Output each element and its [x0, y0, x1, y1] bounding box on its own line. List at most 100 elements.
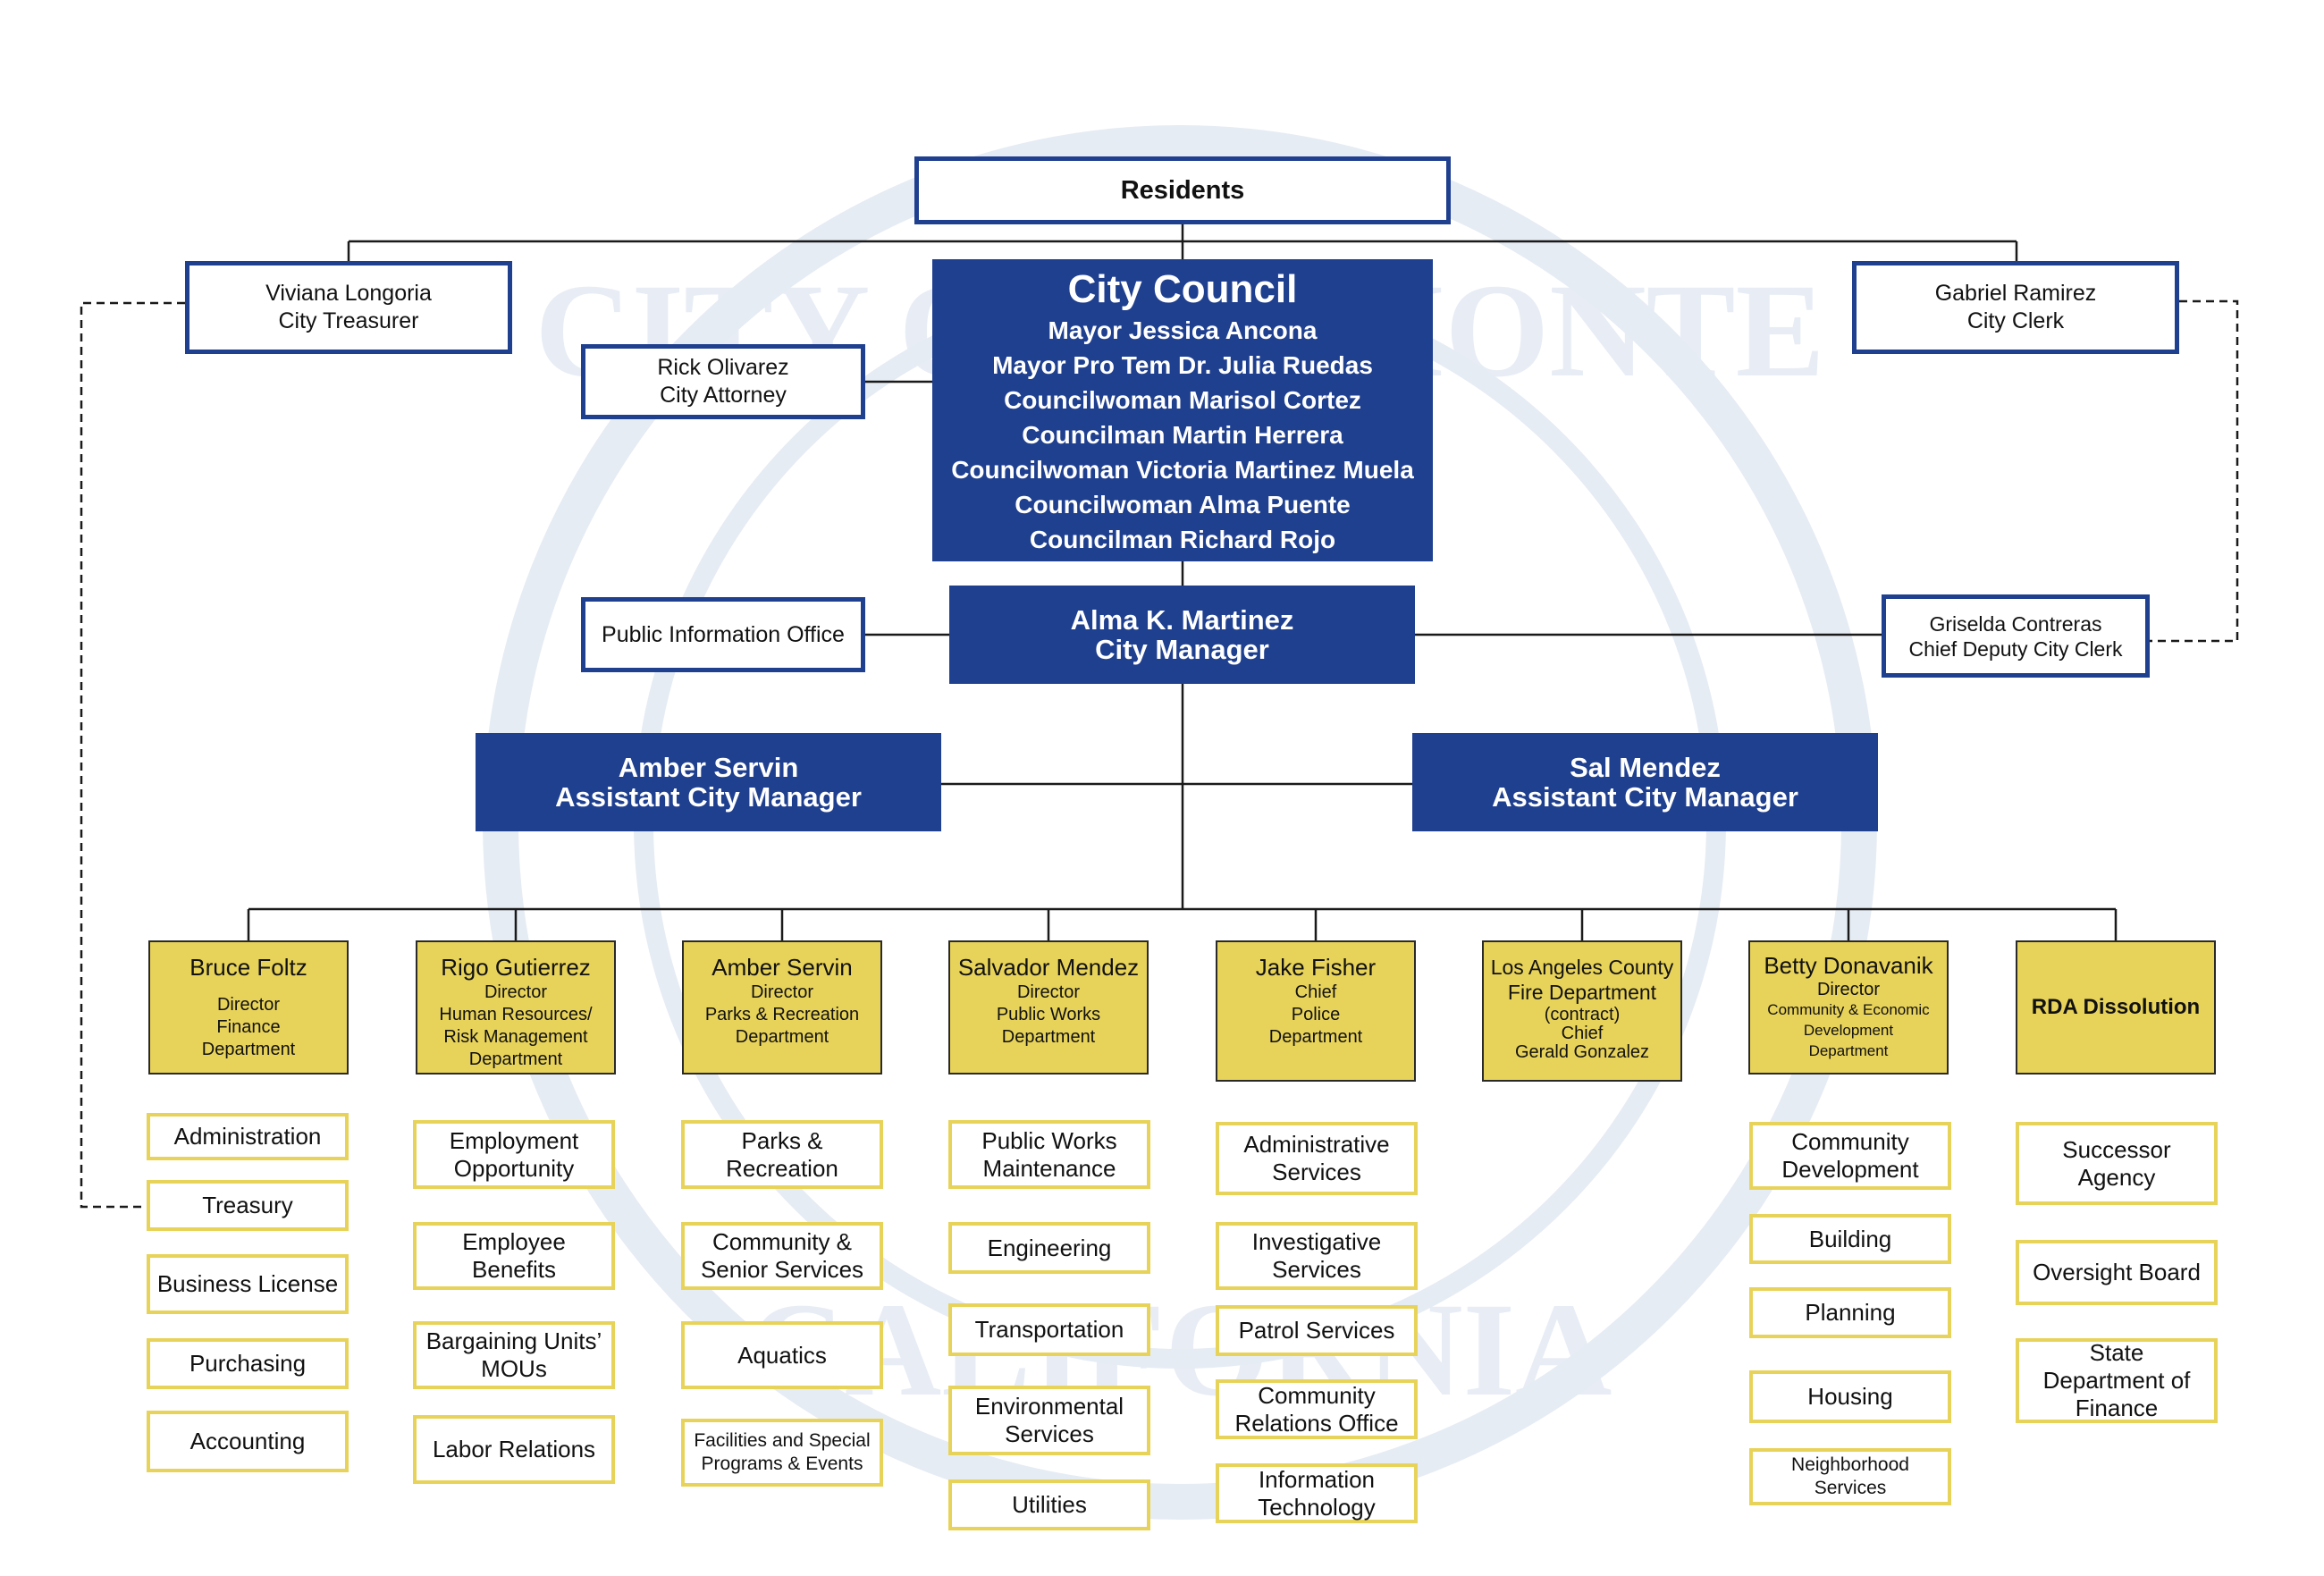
- unit-box: Planning: [1749, 1287, 1951, 1338]
- pio-label: Public Information Office: [602, 621, 845, 647]
- unit-box: Utilities: [948, 1479, 1150, 1530]
- treasurer-title: City Treasurer: [278, 308, 419, 333]
- department-line: Department: [1808, 1042, 1889, 1059]
- deputy-clerk-title: Chief Deputy City Clerk: [1908, 636, 2123, 661]
- unit-label: Oversight Board: [2033, 1259, 2201, 1285]
- unit-label: Treasury: [202, 1192, 293, 1218]
- unit-box: Employee Benefits: [413, 1222, 615, 1290]
- department-line: Public Works: [996, 1005, 1101, 1024]
- chief-deputy-clerk-box: Griselda Contreras Chief Deputy City Cle…: [1882, 594, 2150, 678]
- unit-label: Community Development: [1781, 1128, 1919, 1183]
- unit-label: Information Technology: [1258, 1465, 1376, 1521]
- unit-box: Neighborhood Services: [1749, 1448, 1951, 1505]
- unit-box: Treasury: [147, 1180, 349, 1231]
- acm-name: Amber Servin: [618, 752, 799, 783]
- unit-box: Aquatics: [681, 1321, 883, 1389]
- council-member: Councilman Martin Herrera: [1022, 420, 1343, 449]
- department-head: Salvador Mendez: [957, 954, 1140, 981]
- city-manager-box: Alma K. Martinez City Manager: [949, 586, 1415, 684]
- unit-box: Administrative Services: [1216, 1122, 1418, 1195]
- unit-label: Engineering: [987, 1234, 1112, 1261]
- department-line: (contract): [1544, 1005, 1621, 1024]
- unit-label: Purchasing: [189, 1350, 307, 1377]
- council-member: Councilwoman Alma Puente: [1015, 490, 1351, 518]
- unit-label: Planning: [1805, 1299, 1896, 1326]
- unit-box: Information Technology: [1216, 1463, 1418, 1523]
- unit-label: Administrative Services: [1243, 1131, 1390, 1185]
- department-line: Community & Economic: [1767, 1001, 1930, 1018]
- unit-label: State Department of Finance: [2042, 1339, 2191, 1421]
- department-line: Development: [1803, 1022, 1894, 1039]
- department-line: Director: [750, 982, 813, 1002]
- unit-label: Building: [1808, 1225, 1892, 1252]
- department-box-human-resources: Rigo Gutierrez Director Human Resources/…: [416, 940, 616, 1075]
- attorney-title: City Attorney: [660, 383, 787, 408]
- treasurer-name: Viviana Longoria: [265, 281, 432, 306]
- department-line: Department: [468, 1049, 563, 1069]
- unit-label: Investigative Services: [1251, 1228, 1382, 1283]
- department-line: Parks & Recreation: [704, 1005, 860, 1024]
- department-head: RDA Dissolution: [2031, 995, 2201, 1019]
- unit-label: Neighborhood Services: [1791, 1454, 1909, 1498]
- department-line: Police: [1291, 1005, 1341, 1024]
- department-line: Gerald Gonzalez: [1514, 1042, 1650, 1062]
- council-member: Mayor Jessica Ancona: [1048, 316, 1318, 344]
- unit-label: Transportation: [974, 1316, 1124, 1343]
- unit-box: Employment Opportunity: [413, 1120, 615, 1189]
- unit-label: Labor Relations: [432, 1436, 596, 1462]
- council-member: Mayor Pro Tem Dr. Julia Ruedas: [992, 350, 1373, 379]
- unit-box: Business License: [147, 1254, 349, 1314]
- unit-box: Environmental Services: [948, 1386, 1150, 1455]
- department-line: Director: [1016, 982, 1080, 1002]
- unit-box: Purchasing: [147, 1338, 349, 1389]
- unit-box: Accounting: [147, 1411, 349, 1472]
- clerk-title: City Clerk: [1966, 308, 2065, 333]
- department-line: Finance: [216, 1017, 281, 1037]
- unit-label: Aquatics: [737, 1341, 827, 1369]
- department-line: Human Resources/: [439, 1005, 593, 1024]
- unit-box: Engineering: [948, 1222, 1150, 1274]
- unit-label: Housing: [1807, 1383, 1893, 1410]
- unit-box: Parks & Recreation: [681, 1120, 883, 1189]
- unit-box: Transportation: [948, 1303, 1150, 1356]
- clerk-name: Gabriel Ramirez: [1934, 281, 2097, 306]
- unit-box: Oversight Board: [2016, 1240, 2218, 1305]
- department-head: Betty Donavanik: [1764, 952, 1933, 979]
- acm-title: Assistant City Manager: [1492, 781, 1798, 813]
- unit-label: Community Relations Office: [1234, 1381, 1399, 1437]
- unit-label: Public Works Maintenance: [981, 1126, 1117, 1182]
- department-box-finance: Bruce Foltz Director Finance Department: [148, 940, 349, 1075]
- department-head: Amber Servin: [712, 954, 853, 981]
- attorney-name: Rick Olivarez: [657, 355, 789, 380]
- assistant-city-manager-box: Amber Servin Assistant City Manager: [476, 733, 941, 831]
- unit-label: Facilities and Special Programs & Events: [694, 1430, 871, 1474]
- department-line: Department: [201, 1040, 296, 1059]
- city-council-box: City Council Mayor Jessica Ancona Mayor …: [932, 259, 1433, 561]
- council-member: Councilwoman Marisol Cortez: [1004, 385, 1361, 414]
- unit-label: Patrol Services: [1238, 1317, 1395, 1344]
- unit-label: Employee Benefits: [462, 1228, 566, 1283]
- unit-label: Accounting: [189, 1428, 306, 1454]
- unit-box: Public Works Maintenance: [948, 1120, 1150, 1189]
- city-clerk-box: Gabriel Ramirez City Clerk: [1852, 261, 2179, 354]
- unit-label: Community & Senior Services: [700, 1228, 864, 1283]
- unit-box: State Department of Finance: [2016, 1338, 2218, 1423]
- unit-label: Administration: [173, 1123, 322, 1150]
- city-treasurer-box: Viviana Longoria City Treasurer: [185, 261, 512, 354]
- department-line: Director: [1816, 980, 1880, 999]
- department-line: Department: [735, 1027, 829, 1047]
- department-line: Department: [1001, 1027, 1096, 1047]
- unit-label: Successor Agency: [2062, 1135, 2171, 1191]
- unit-box: Investigative Services: [1216, 1222, 1418, 1290]
- acm-name: Sal Mendez: [1570, 752, 1721, 783]
- department-line: Director: [216, 995, 280, 1015]
- city-manager-title: City Manager: [1095, 634, 1269, 665]
- residents-label: Residents: [1120, 175, 1245, 205]
- city-attorney-box: Rick Olivarez City Attorney: [581, 344, 865, 419]
- department-head: Los Angeles County Fire Department: [1490, 956, 1674, 1004]
- department-line: Department: [1268, 1027, 1363, 1047]
- unit-box: Facilities and Special Programs & Events: [681, 1419, 883, 1487]
- council-member: Councilman Richard Rojo: [1029, 525, 1336, 553]
- department-box-fire: Los Angeles County Fire Department (cont…: [1482, 940, 1682, 1082]
